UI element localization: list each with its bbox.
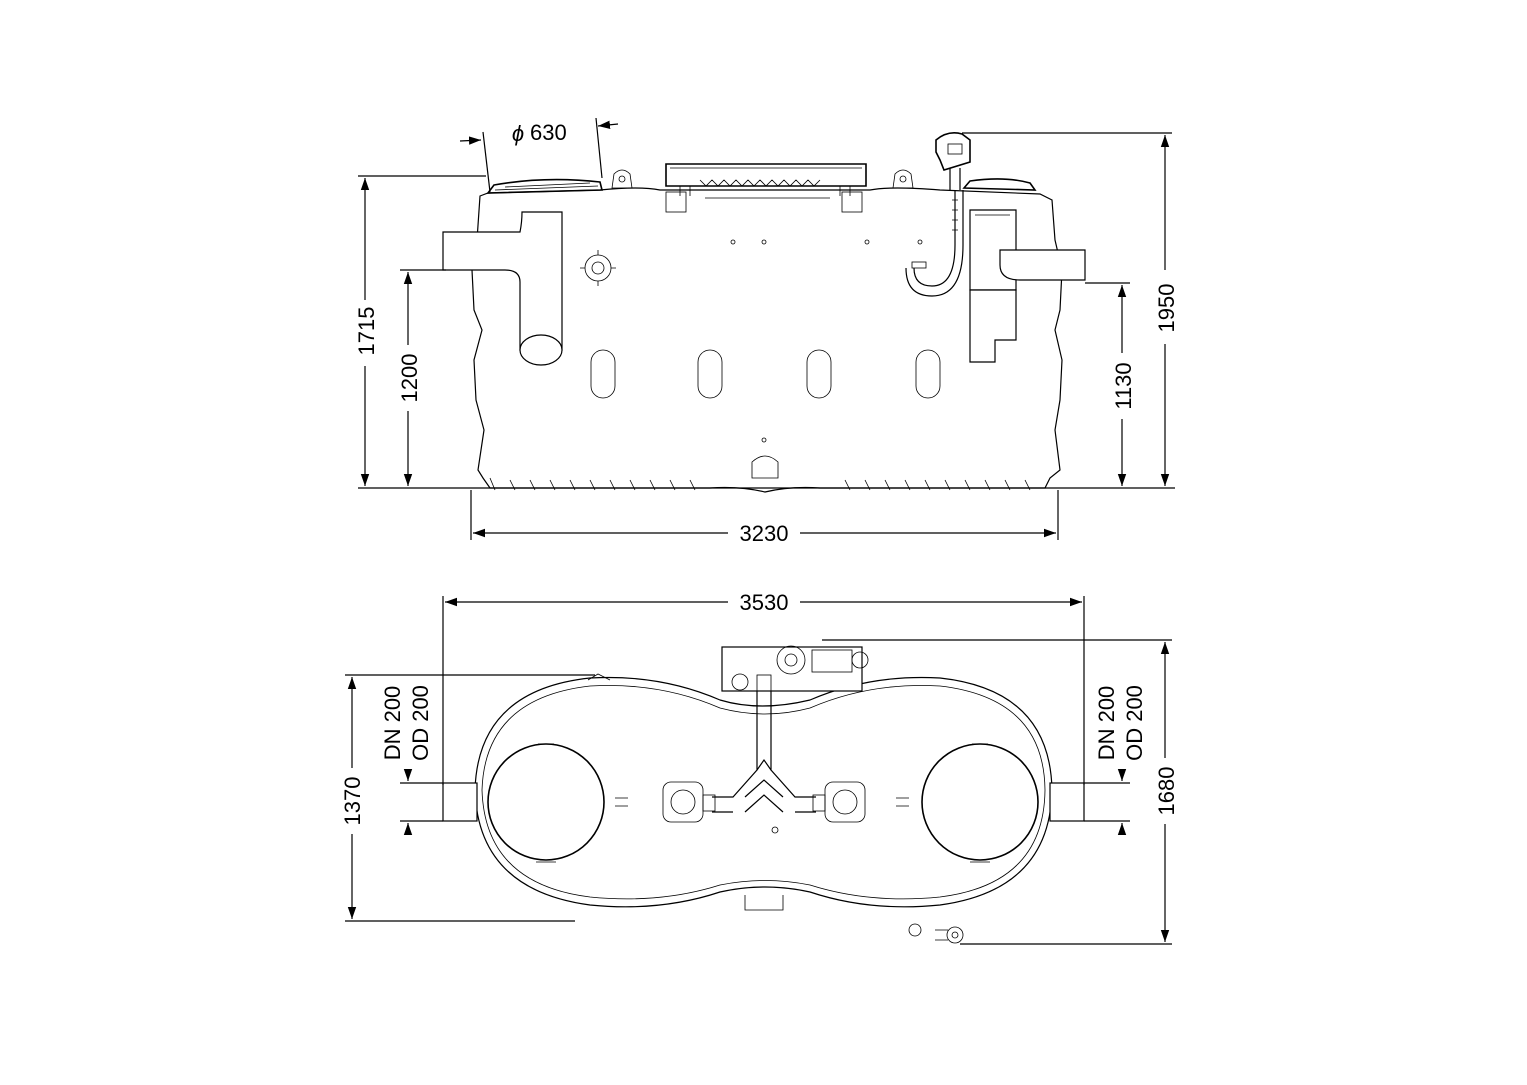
- dim-3230: 3230: [740, 521, 789, 546]
- tank-top-outline: [474, 676, 1053, 908]
- vent-fitting: [580, 250, 616, 286]
- central-lid: [665, 163, 867, 213]
- dim-3530: 3530: [740, 590, 789, 615]
- pivot-lug: [908, 923, 964, 944]
- pipe-stub-right: [1049, 782, 1085, 822]
- dim-1950: 1950: [1154, 284, 1179, 333]
- pipework: [712, 690, 816, 813]
- dim-630: 630: [530, 120, 567, 145]
- control-unit: [721, 645, 869, 692]
- pipe-stub-left: [442, 782, 478, 822]
- pump-right: [812, 781, 866, 823]
- pipe-left-dn: DN 200: [380, 686, 405, 761]
- side-view: 1715 1200 1130 1950 3230 ϕ 630: [348, 117, 1182, 548]
- pipe-right-dn: DN 200: [1094, 686, 1119, 761]
- outlet-pipe: [999, 249, 1086, 281]
- dim-1680: 1680: [1154, 767, 1179, 816]
- manhole-right: [921, 743, 1039, 861]
- pump-left: [662, 781, 716, 823]
- dim-1715: 1715: [354, 307, 379, 356]
- lifting-lug: [611, 169, 633, 189]
- inlet-pipe: [442, 211, 563, 351]
- alarm-riser: [905, 132, 971, 297]
- dim-1130: 1130: [1111, 362, 1136, 409]
- oval-openings: [590, 349, 941, 399]
- outlet-baffle: [969, 209, 1086, 363]
- dim-1200: 1200: [397, 354, 422, 403]
- top-view: 3530 1370 1680 DN 200 OD 200 DN 200 OD 2…: [336, 589, 1182, 945]
- diameter-symbol: ϕ: [512, 121, 524, 146]
- pipe-right-od: OD 200: [1122, 685, 1147, 761]
- dim-1370: 1370: [340, 777, 365, 826]
- manhole-left: [487, 743, 605, 861]
- manhole-cover-left: [486, 178, 604, 194]
- pipe-left-od: OD 200: [408, 685, 433, 761]
